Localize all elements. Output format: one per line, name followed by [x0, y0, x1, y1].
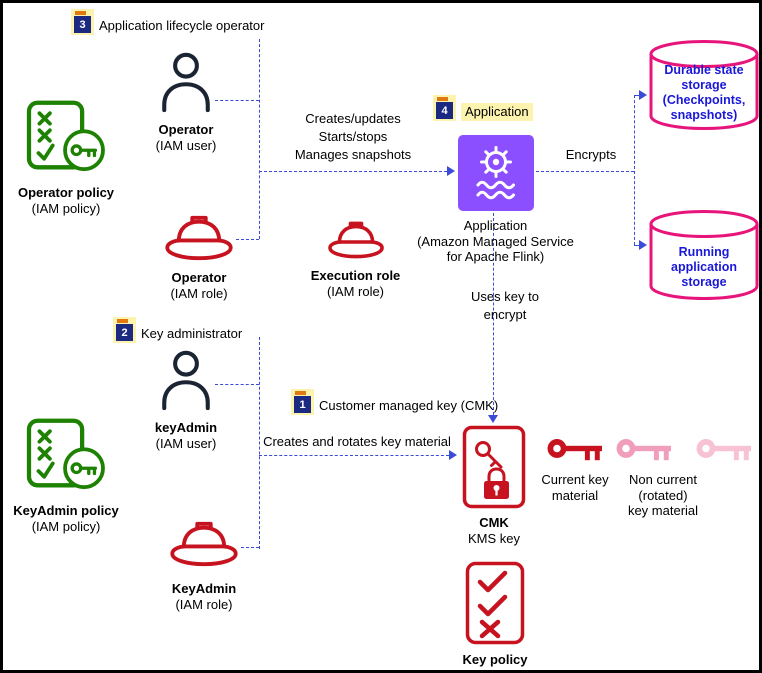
node-operator-policy: Operator policy (IAM policy) — [11, 99, 121, 216]
node-running-application-storage: Running application storage — [648, 209, 759, 301]
node-operator-role: Operator (IAM role) — [143, 213, 255, 301]
node-title: KeyAdmin — [171, 581, 237, 596]
step-2-badge: 2 — [113, 317, 136, 343]
connector-durable-storage-stub — [634, 95, 640, 96]
callout-key-administrator: 2 Key administrator — [113, 317, 242, 343]
node-subtitle: (IAM role) — [175, 596, 233, 612]
node-subtitle: KMS key — [467, 530, 520, 546]
callout-label-lifecycle: Application lifecycle operator — [99, 18, 265, 33]
badge-accent-bar — [75, 11, 86, 15]
edge-label-uses-key: Uses key to encrypt — [471, 289, 539, 322]
badge-accent-bar — [295, 391, 306, 395]
current-key-label: Current key material — [541, 472, 609, 503]
node-operator-user: Operator (IAM user) — [124, 49, 248, 153]
step-1-badge: 1 — [291, 389, 314, 415]
iam-policy-icon — [26, 100, 105, 172]
step-4-number: 4 — [436, 102, 453, 119]
connector-operator-column — [259, 39, 260, 239]
iam-user-icon — [162, 350, 210, 411]
application-caption: Application (Amazon Managed Service for … — [417, 218, 574, 264]
node-title: Operator — [158, 122, 214, 137]
badge-accent-bar — [437, 97, 448, 101]
callout-label-key-admin: Key administrator — [141, 326, 243, 341]
node-subtitle: (IAM role) — [326, 283, 385, 299]
callout-application: 4 Application — [433, 95, 533, 121]
node-subtitle: (IAM user) — [155, 137, 217, 153]
node-title: KeyAdmin policy — [13, 503, 119, 518]
node-subtitle: (IAM policy) — [31, 200, 101, 216]
node-durable-state-storage: Durable state storage (Checkpoints, snap… — [648, 39, 759, 131]
node-current-key: Current key material — [537, 435, 613, 503]
connector-storage-column — [634, 95, 635, 245]
durable-storage-label: Durable state storage (Checkpoints, snap… — [662, 63, 746, 122]
iam-user-icon — [162, 52, 210, 113]
database-cylinder-icon — [649, 209, 759, 301]
iam-role-icon — [165, 215, 233, 261]
iam-policy-icon — [26, 418, 105, 490]
managed-flink-icon — [457, 135, 534, 211]
node-title: Key policy — [462, 652, 528, 667]
running-storage-label: Running application storage — [671, 245, 737, 289]
connector-application-to-storage — [536, 171, 634, 172]
arrowhead-to-application — [447, 166, 455, 176]
connector-operator-to-application — [259, 171, 447, 172]
step-3-badge: 3 — [71, 9, 94, 35]
connector-operator-role-stub — [236, 239, 259, 240]
step-3-number: 3 — [74, 16, 91, 33]
step-4-badge: 4 — [433, 95, 456, 121]
node-application: Application (Amazon Managed Service for … — [403, 135, 588, 265]
key-icon-rotated-1 — [616, 439, 671, 461]
key-icon-rotated-2 — [696, 439, 751, 461]
arrowhead-to-cmk-top — [488, 415, 498, 423]
noncurrent-key-label: Non current (rotated) key material — [627, 472, 699, 518]
arrowhead-to-running-storage — [639, 240, 647, 250]
node-title: CMK — [479, 515, 509, 530]
callout-application-lifecycle-operator: 3 Application lifecycle operator — [71, 9, 264, 35]
callout-customer-managed-key: 1 Customer managed key (CMK) — [291, 389, 498, 415]
connector-keyadmin-column — [259, 337, 260, 549]
arrowhead-to-cmk-left — [449, 450, 457, 460]
edge-label-creates-rotates: Creates and rotates key material — [263, 434, 451, 449]
node-subtitle: (IAM user) — [155, 435, 217, 451]
connector-keyadmin-user-stub — [215, 384, 259, 385]
connector-keyadmin-to-cmk — [259, 455, 449, 456]
connector-application-to-cmk — [493, 213, 494, 415]
node-noncurrent-keys: Non current (rotated) key material — [615, 435, 753, 519]
arrowhead-to-durable-storage — [639, 90, 647, 100]
edge-label-operator-to-app: Creates/updates Starts/stops Manages sna… — [294, 111, 412, 162]
node-keyadmin-role: KeyAdmin (IAM role) — [148, 519, 260, 612]
badge-accent-bar — [117, 319, 128, 323]
iam-role-icon — [327, 221, 384, 259]
kms-key-icon — [462, 425, 526, 509]
database-cylinder-icon — [649, 39, 759, 131]
connector-running-storage-stub — [634, 245, 640, 246]
key-icon — [547, 439, 602, 461]
node-execution-role: Execution role (IAM role) — [303, 219, 408, 299]
node-subtitle: (IAM policy) — [31, 518, 101, 534]
node-keyadmin-user: keyAdmin (IAM user) — [124, 347, 248, 451]
node-cmk: CMK KMS key — [451, 425, 537, 546]
callout-label-application: Application — [461, 103, 533, 121]
node-key-policy: Key policy — [453, 561, 537, 668]
callout-label-cmk: Customer managed key (CMK) — [319, 398, 499, 413]
step-1-number: 1 — [294, 396, 311, 413]
edge-label-encrypts: Encrypts — [565, 147, 617, 162]
step-2-number: 2 — [116, 324, 133, 341]
node-title: Operator policy — [17, 185, 115, 200]
iam-role-icon — [170, 521, 238, 567]
node-title: Execution role — [310, 268, 401, 283]
node-subtitle: (IAM role) — [170, 285, 228, 301]
node-keyadmin-policy: KeyAdmin policy (IAM policy) — [11, 417, 121, 534]
connector-keyadmin-role-stub — [241, 547, 259, 548]
node-title: Operator — [171, 270, 227, 285]
node-title: keyAdmin — [154, 420, 218, 435]
connector-operator-user-stub — [215, 100, 259, 101]
key-policy-icon — [465, 561, 525, 645]
